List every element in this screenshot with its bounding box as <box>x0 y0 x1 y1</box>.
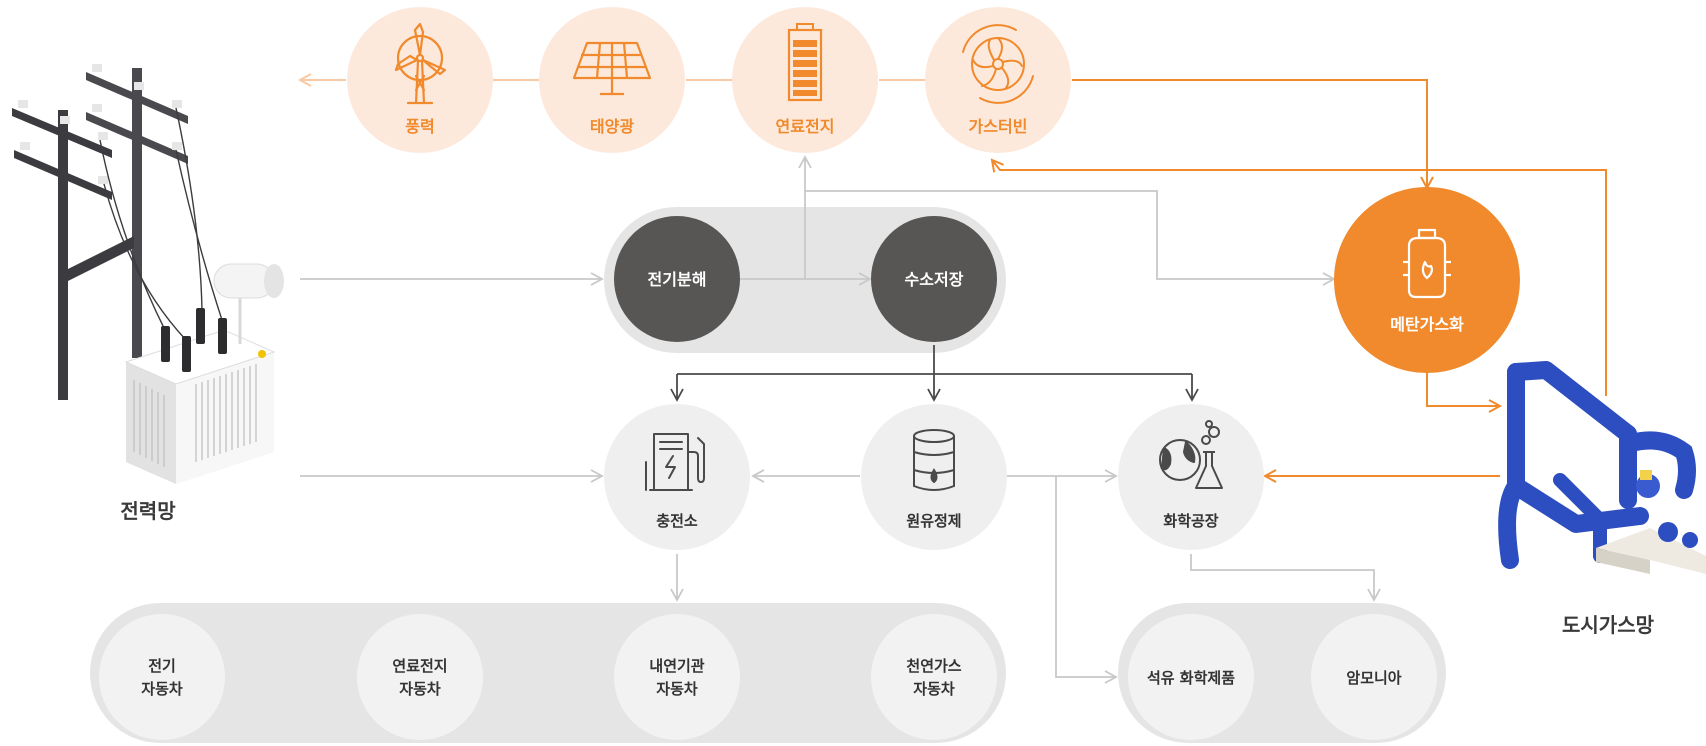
solar-label: 태양광 <box>590 117 634 136</box>
wind-node: 풍력 <box>347 7 493 153</box>
charging-station-node: 충전소 <box>604 404 750 550</box>
charging-pump-icon <box>645 433 705 491</box>
vehicles-pill <box>90 603 1006 743</box>
chemical-plant-label: 화학공장 <box>1163 512 1218 530</box>
hydrogen-storage-label: 수소저장 <box>905 270 964 289</box>
petrochemical-node: 석유 화학제품 <box>1128 614 1254 740</box>
city-gas-illustration: 도시가스망 <box>1498 361 1706 637</box>
crude-refining-label: 원유정제 <box>906 512 961 530</box>
vehicle-ev-line2: 자동차 <box>141 680 183 698</box>
vehicle-ice-line1: 내연기관 <box>649 657 704 675</box>
fuel-cell-node: 연료전지 <box>732 7 878 153</box>
methanation-label: 메탄가스화 <box>1390 315 1464 334</box>
vehicle-cng-node: 천연가스 자동차 <box>871 614 997 740</box>
power-grid-illustration: 전력망 <box>12 64 284 523</box>
vehicle-ev-node: 전기 자동차 <box>99 614 225 740</box>
chemical-plant-node: 화학공장 <box>1118 404 1264 550</box>
power-grid-label: 전력망 <box>120 499 176 523</box>
storage-distribution-arrows <box>670 345 1199 402</box>
to-methanation-gray-arrow <box>805 190 1336 286</box>
vehicle-fcev-line1: 연료전지 <box>392 657 447 675</box>
electrolysis-node: 전기분해 <box>614 216 740 342</box>
chemical-to-ammonia-arrow <box>1190 554 1381 602</box>
ammonia-node: 암모니아 <box>1311 614 1437 740</box>
vehicle-cng-line1: 천연가스 <box>906 657 961 675</box>
charging-station-label: 충전소 <box>656 512 698 530</box>
vehicle-fcev-node: 연료전지 자동차 <box>357 614 483 740</box>
ammonia-label: 암모니아 <box>1346 669 1401 687</box>
vehicle-ice-line2: 자동차 <box>656 680 698 698</box>
wind-turbine-icon <box>394 22 447 105</box>
gas-turbine-label: 가스터빈 <box>969 117 1028 136</box>
vehicle-ice-node: 내연기관 자동차 <box>614 614 740 740</box>
vehicle-cng-line2: 자동차 <box>913 680 955 698</box>
oil-barrel-icon <box>913 429 955 491</box>
solar-panel-icon <box>572 41 652 96</box>
hydrogen-storage-node: 수소저장 <box>871 216 997 342</box>
refining-to-petrochemical-arrow <box>1055 476 1118 684</box>
crude-refining-node: 원유정제 <box>861 404 1007 550</box>
gasgrid-to-turbine-arrow <box>992 160 1607 396</box>
gas-cylinder-icon <box>1403 228 1451 299</box>
vehicle-fcev-line2: 자동차 <box>399 680 441 698</box>
turbine-to-methanation-arrow <box>1072 79 1427 188</box>
turbine-icon <box>962 24 1034 104</box>
fuel-cell-label: 연료전지 <box>776 117 835 136</box>
city-gas-network-label: 도시가스망 <box>1562 613 1655 637</box>
methanation-to-gasgrid-arrow <box>1426 373 1500 406</box>
methanation-node: 메탄가스화 <box>1334 187 1520 373</box>
gas-turbine-node: 가스터빈 <box>925 7 1071 153</box>
wind-label: 풍력 <box>405 117 434 136</box>
vehicle-ev-line1: 전기 <box>148 657 176 675</box>
electrolysis-label: 전기분해 <box>648 270 707 289</box>
chemical-flask-icon <box>1159 420 1223 489</box>
solar-node: 태양광 <box>539 7 685 153</box>
petrochemical-label: 석유 화학제품 <box>1147 669 1235 687</box>
battery-icon <box>787 23 823 102</box>
